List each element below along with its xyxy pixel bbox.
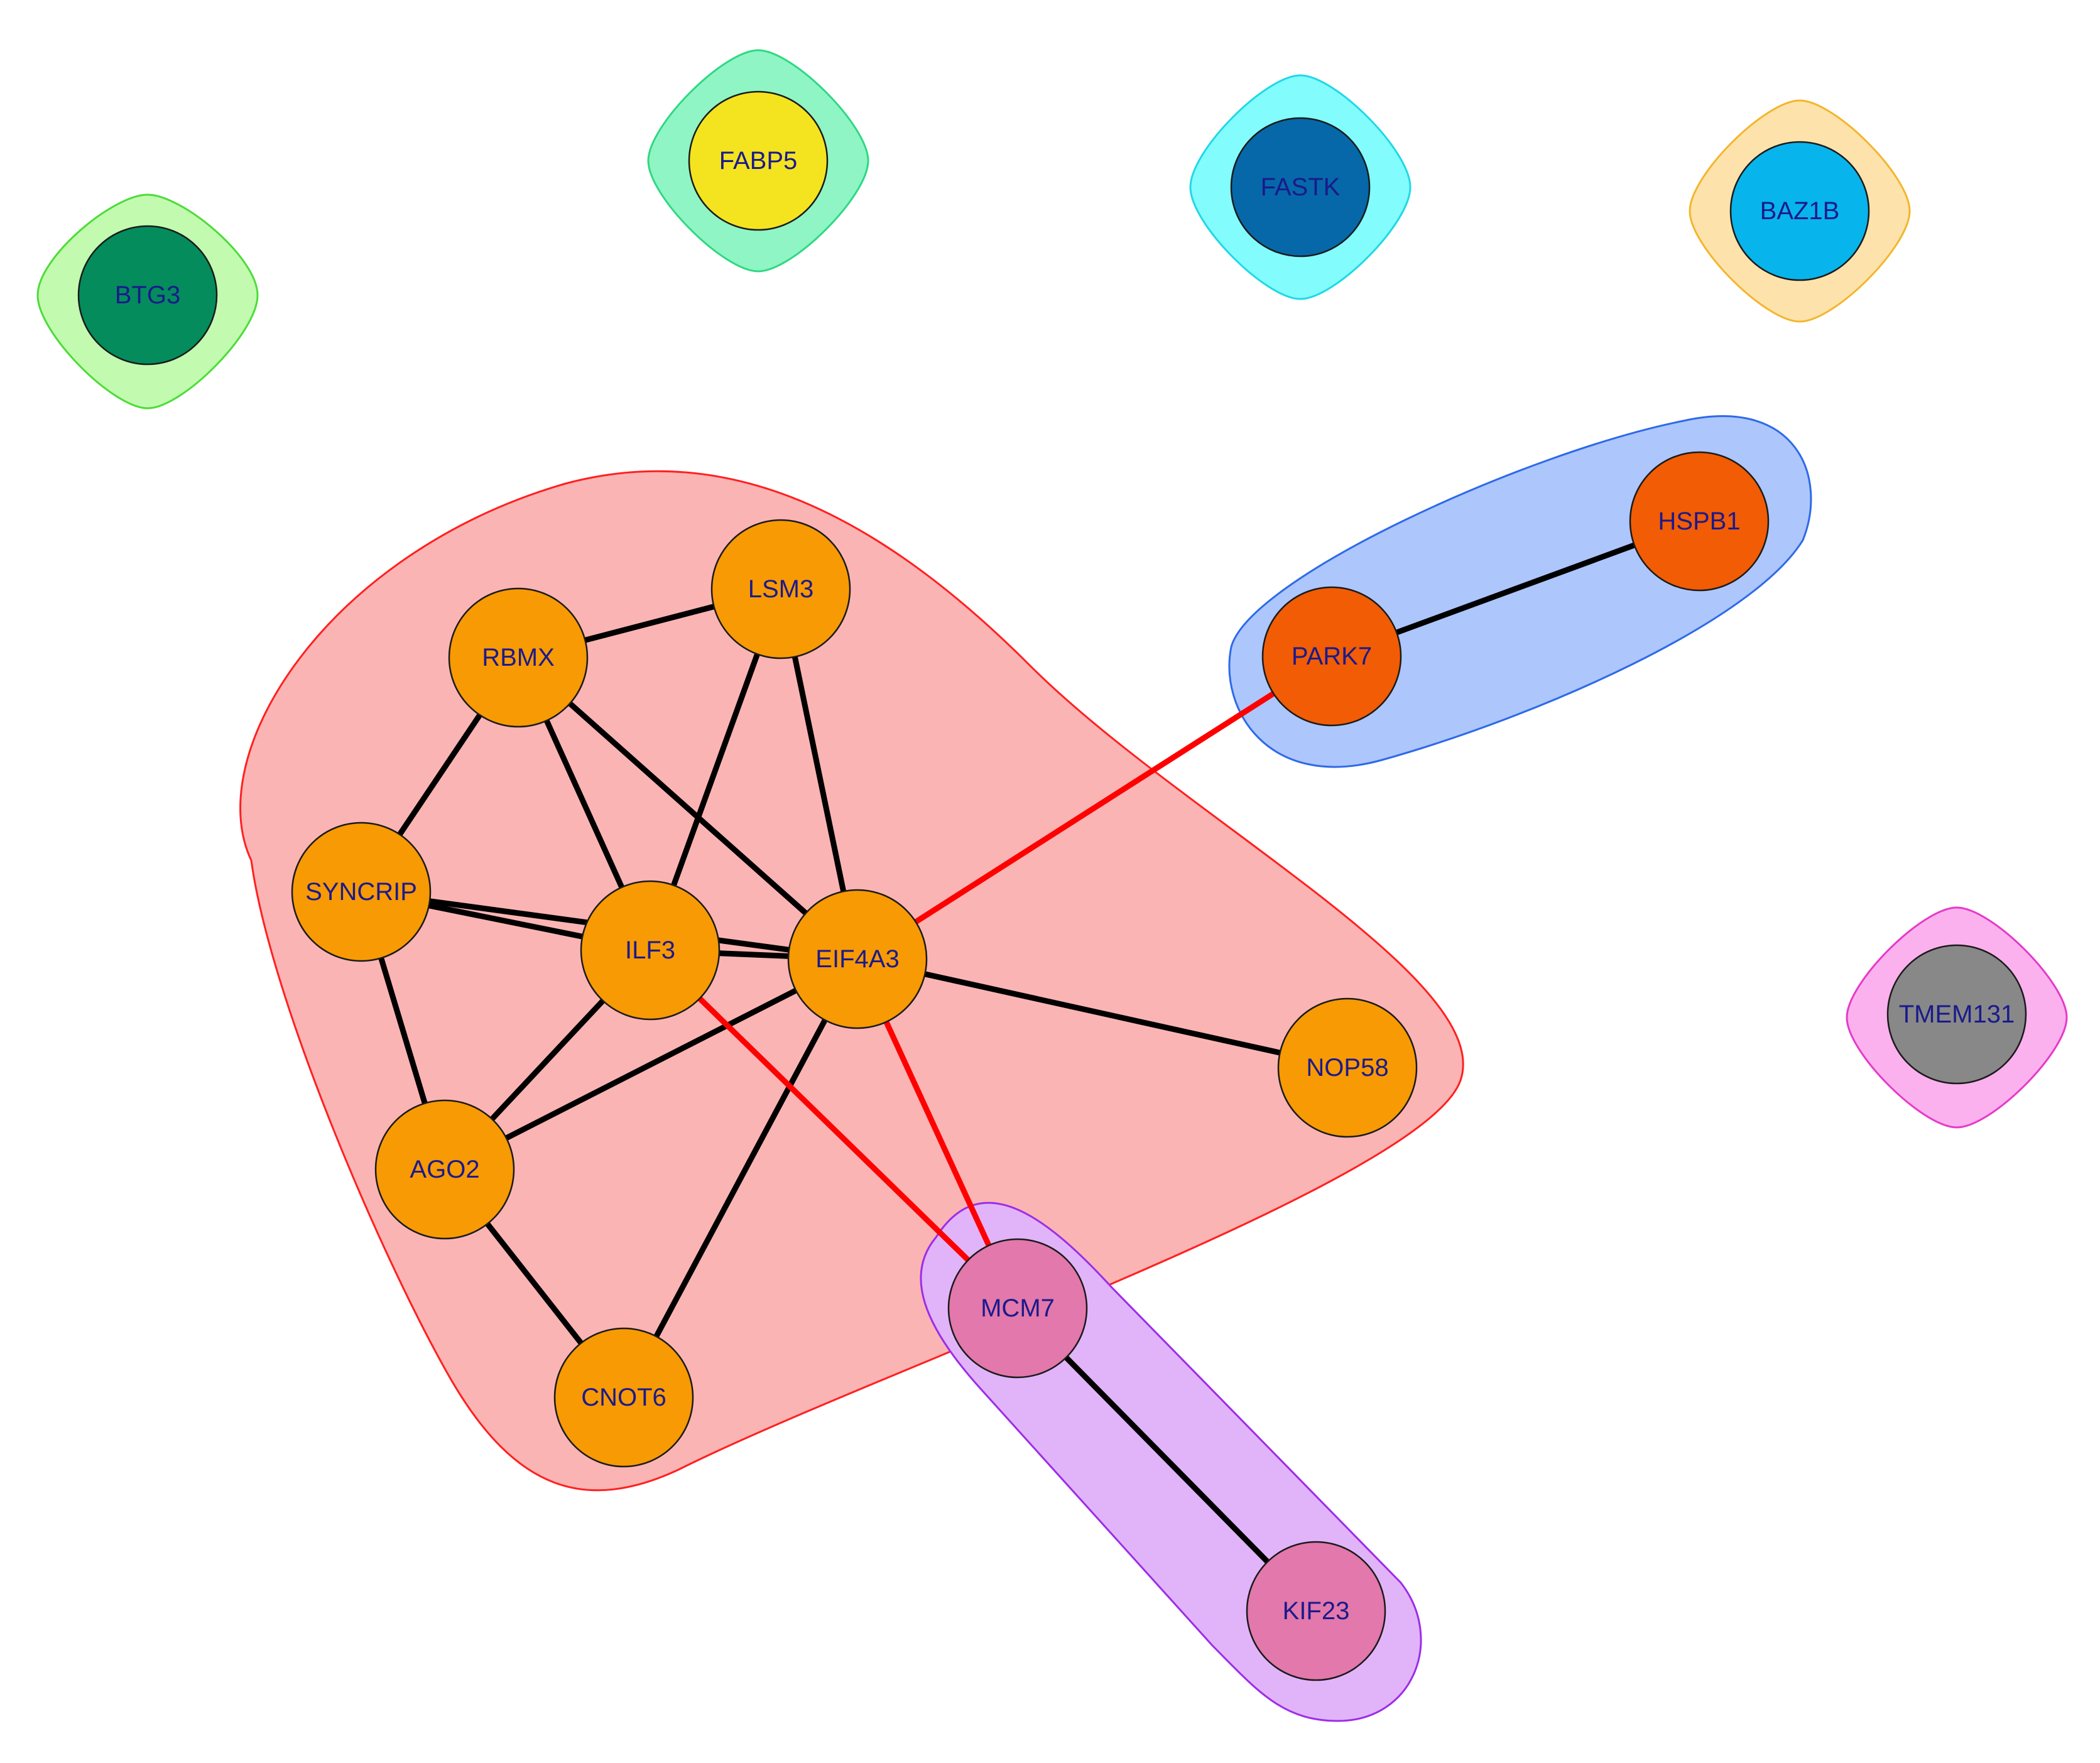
- node-fastk: FASTK: [1230, 117, 1371, 258]
- edge-ilf3-mcm7: [647, 947, 1021, 1311]
- node-fabp5: FABP5: [688, 90, 829, 231]
- node-label-hspb1: HSPB1: [1658, 507, 1740, 535]
- node-kif23: KIF23: [1246, 1541, 1386, 1681]
- node-circle-rbmx: [448, 587, 589, 728]
- node-label-park7: PARK7: [1292, 643, 1372, 670]
- node-label-lsm3: LSM3: [748, 575, 814, 603]
- node-rbmx: RBMX: [448, 587, 589, 728]
- node-circle-fastk: [1230, 117, 1371, 258]
- node-hspb1: HSPB1: [1629, 451, 1770, 592]
- edge-eif4a3-nop58: [854, 956, 1351, 1071]
- node-label-rbmx: RBMX: [482, 644, 555, 671]
- node-park7: PARK7: [1261, 586, 1402, 727]
- edge-mcm7-kif23: [1015, 1305, 1319, 1614]
- node-circle-hspb1: [1629, 451, 1770, 592]
- node-label-mcm7: MCM7: [981, 1294, 1055, 1322]
- node-label-fabp5: FABP5: [719, 147, 798, 175]
- node-circle-btg3: [77, 225, 218, 366]
- node-circle-ilf3: [580, 880, 721, 1021]
- edge-rbmx-eif4a3: [515, 654, 861, 962]
- node-circle-nop58: [1277, 997, 1418, 1138]
- node-circle-syncrip: [291, 822, 432, 962]
- node-label-kif23: KIF23: [1283, 1597, 1350, 1625]
- node-cnot6: CNOT6: [553, 1327, 694, 1468]
- edge-eif4a3-park7: [854, 653, 1335, 962]
- node-label-eif4a3: EIF4A3: [815, 945, 899, 973]
- node-circle-mcm7: [947, 1238, 1088, 1379]
- node-label-btg3: BTG3: [115, 281, 180, 309]
- node-circle-park7: [1261, 586, 1402, 727]
- node-mcm7: MCM7: [947, 1238, 1088, 1379]
- node-circle-kif23: [1246, 1541, 1386, 1681]
- node-circle-tmem131: [1886, 944, 2027, 1085]
- node-nop58: NOP58: [1277, 997, 1418, 1138]
- node-label-fastk: FASTK: [1261, 173, 1341, 201]
- node-label-ago2: AGO2: [410, 1156, 479, 1183]
- node-btg3: BTG3: [77, 225, 218, 366]
- node-circle-fabp5: [688, 90, 829, 231]
- node-ilf3: ILF3: [580, 880, 721, 1021]
- node-eif4a3: EIF4A3: [787, 889, 928, 1029]
- node-baz1b: BAZ1B: [1729, 141, 1870, 281]
- node-label-nop58: NOP58: [1306, 1054, 1388, 1082]
- node-circle-cnot6: [553, 1327, 694, 1468]
- node-tmem131: TMEM131: [1886, 944, 2027, 1085]
- node-circle-lsm3: [710, 519, 851, 659]
- edge-eif4a3-ago2: [442, 956, 861, 1173]
- node-label-baz1b: BAZ1B: [1760, 197, 1840, 225]
- node-circle-ago2: [374, 1099, 515, 1240]
- node-label-tmem131: TMEM131: [1899, 1001, 2015, 1028]
- edge-eif4a3-cnot6: [621, 956, 861, 1401]
- node-label-syncrip: SYNCRIP: [305, 878, 417, 906]
- node-syncrip: SYNCRIP: [291, 822, 432, 962]
- node-ago2: AGO2: [374, 1099, 515, 1240]
- node-circle-baz1b: [1729, 141, 1870, 281]
- node-label-ilf3: ILF3: [625, 936, 675, 964]
- node-circle-eif4a3: [787, 889, 928, 1029]
- node-lsm3: LSM3: [710, 519, 851, 659]
- node-label-cnot6: CNOT6: [581, 1384, 666, 1411]
